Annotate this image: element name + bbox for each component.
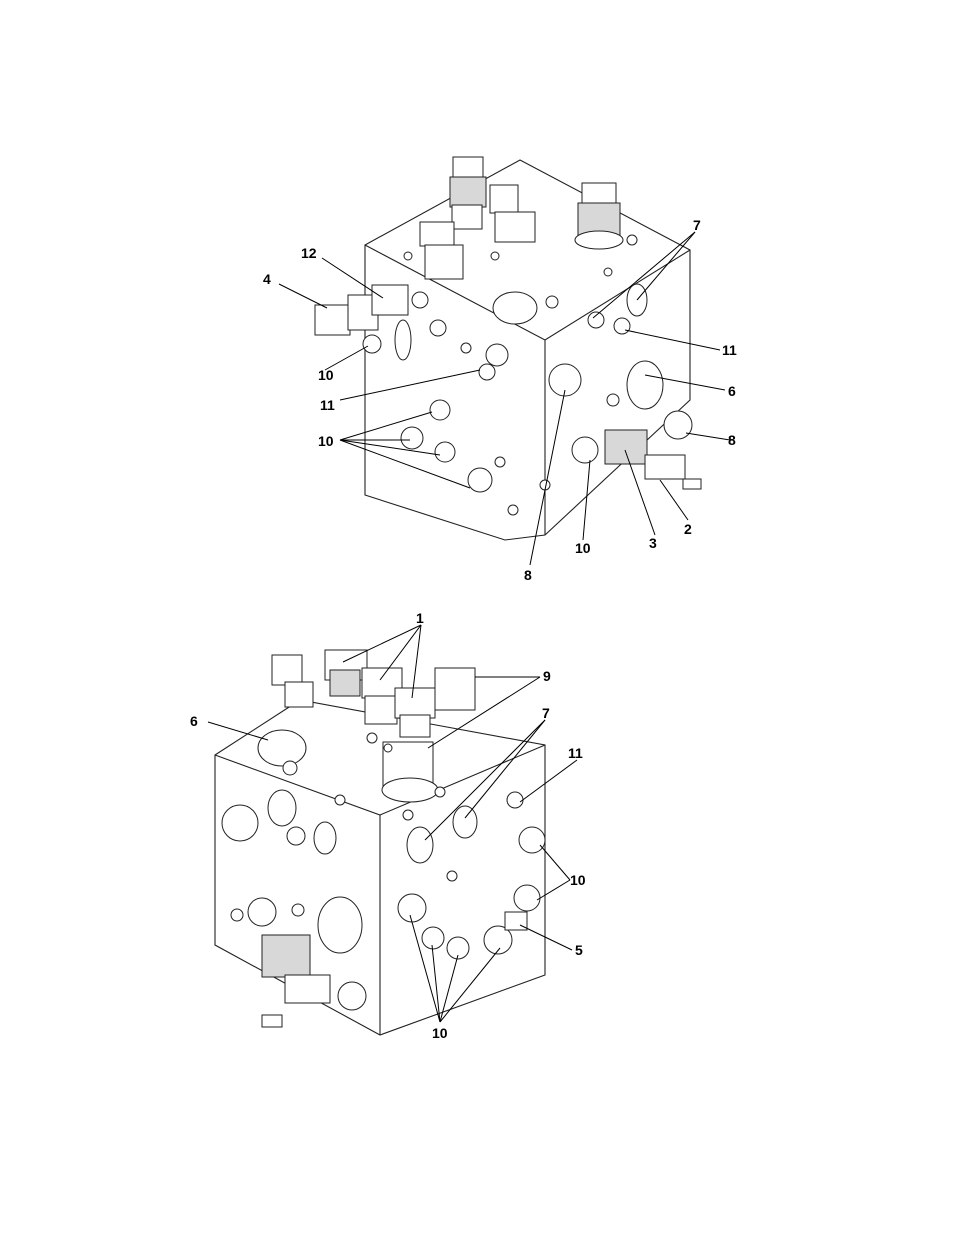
callout-7: 7 xyxy=(693,217,701,233)
top-left-face-ports xyxy=(401,343,518,515)
callout-11: 11 xyxy=(320,397,335,413)
callout-10: 10 xyxy=(432,1025,448,1041)
top-valve-block xyxy=(315,157,701,540)
callout-12: 12 xyxy=(301,245,317,261)
bottom-top-cartridges xyxy=(258,650,475,805)
callout-4: 4 xyxy=(263,271,271,287)
callout-11: 11 xyxy=(568,745,583,761)
callout-1: 1 xyxy=(416,610,424,626)
callout-10: 10 xyxy=(575,540,591,556)
callout-3: 3 xyxy=(649,535,657,551)
top-leader-lines xyxy=(279,232,730,565)
callout-2: 2 xyxy=(684,521,692,537)
callout-5: 5 xyxy=(575,942,583,958)
bottom-valve-block xyxy=(215,650,545,1035)
callout-6: 6 xyxy=(190,713,198,729)
callout-10: 10 xyxy=(570,872,586,888)
callout-9: 9 xyxy=(543,668,551,684)
bottom-right-face-ports xyxy=(398,792,545,959)
top-callouts: 12 4 7 11 6 10 11 10 8 2 3 10 8 xyxy=(263,217,737,583)
callout-10: 10 xyxy=(318,433,334,449)
callout-8: 8 xyxy=(728,432,736,448)
top-right-face-ports xyxy=(540,284,701,490)
callout-10: 10 xyxy=(318,367,334,383)
callout-8: 8 xyxy=(524,567,532,583)
callout-7: 7 xyxy=(542,705,550,721)
top-cartridge-valves xyxy=(404,157,637,324)
bottom-left-face-ports xyxy=(222,790,366,1027)
callout-11: 11 xyxy=(722,342,737,358)
callout-6: 6 xyxy=(728,383,736,399)
